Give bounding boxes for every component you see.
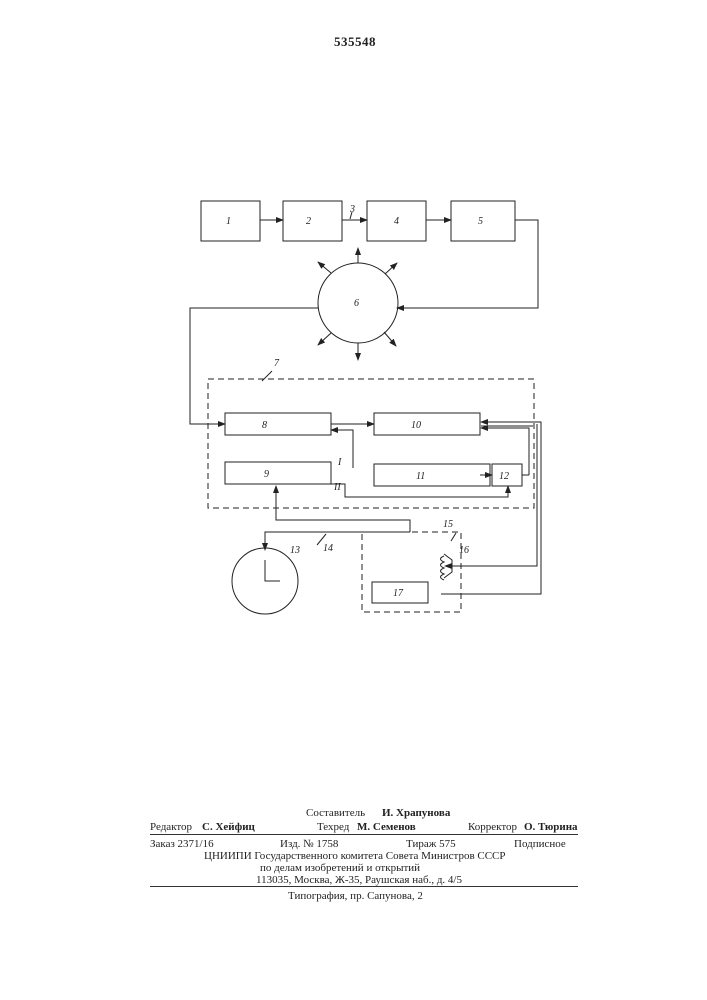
block-8 (225, 413, 331, 435)
techred-role: Техред (317, 821, 349, 834)
label-roman-II: II (333, 482, 341, 493)
block-5 (451, 201, 515, 241)
label-16: 16 (459, 545, 469, 556)
label-2: 2 (306, 216, 311, 227)
label-9: 9 (264, 469, 269, 480)
label-10: 10 (411, 420, 421, 431)
compiler-name: И. Храпунова (382, 807, 450, 820)
label-13: 13 (290, 545, 300, 556)
label-11: 11 (416, 471, 425, 482)
label-1: 1 (226, 216, 231, 227)
label-4: 4 (394, 216, 399, 227)
label-5: 5 (478, 216, 483, 227)
group-7-dashed (208, 379, 534, 508)
block-10 (374, 413, 480, 435)
subscription: Подписное (514, 838, 566, 851)
block-9 (225, 462, 331, 484)
block-11 (374, 464, 490, 486)
corrector-role: Корректор (468, 821, 517, 834)
label-6: 6 (354, 298, 359, 309)
label-3: 3 (349, 204, 355, 215)
printer: Типография, пр. Сапунова, 2 (288, 890, 423, 903)
label-8: 8 (262, 420, 267, 431)
block-16-coil (441, 556, 445, 580)
editor-name: С. Хейфиц (202, 821, 255, 834)
label-7: 7 (274, 358, 280, 369)
block-2 (283, 201, 342, 241)
credits-rule-top (150, 834, 578, 835)
techred-name: М. Семенов (357, 821, 416, 834)
label-17: 17 (393, 588, 404, 599)
label-12: 12 (499, 471, 509, 482)
label-roman-I: I (337, 457, 342, 468)
label-15: 15 (443, 519, 453, 530)
label-14: 14 (323, 543, 333, 554)
credits-rule-bottom (150, 886, 578, 887)
compiler-role: Составитель (306, 807, 365, 820)
corrector-name: О. Тюрина (524, 821, 578, 834)
editor-role: Редактор (150, 821, 192, 834)
group-15-dashed (362, 532, 461, 612)
